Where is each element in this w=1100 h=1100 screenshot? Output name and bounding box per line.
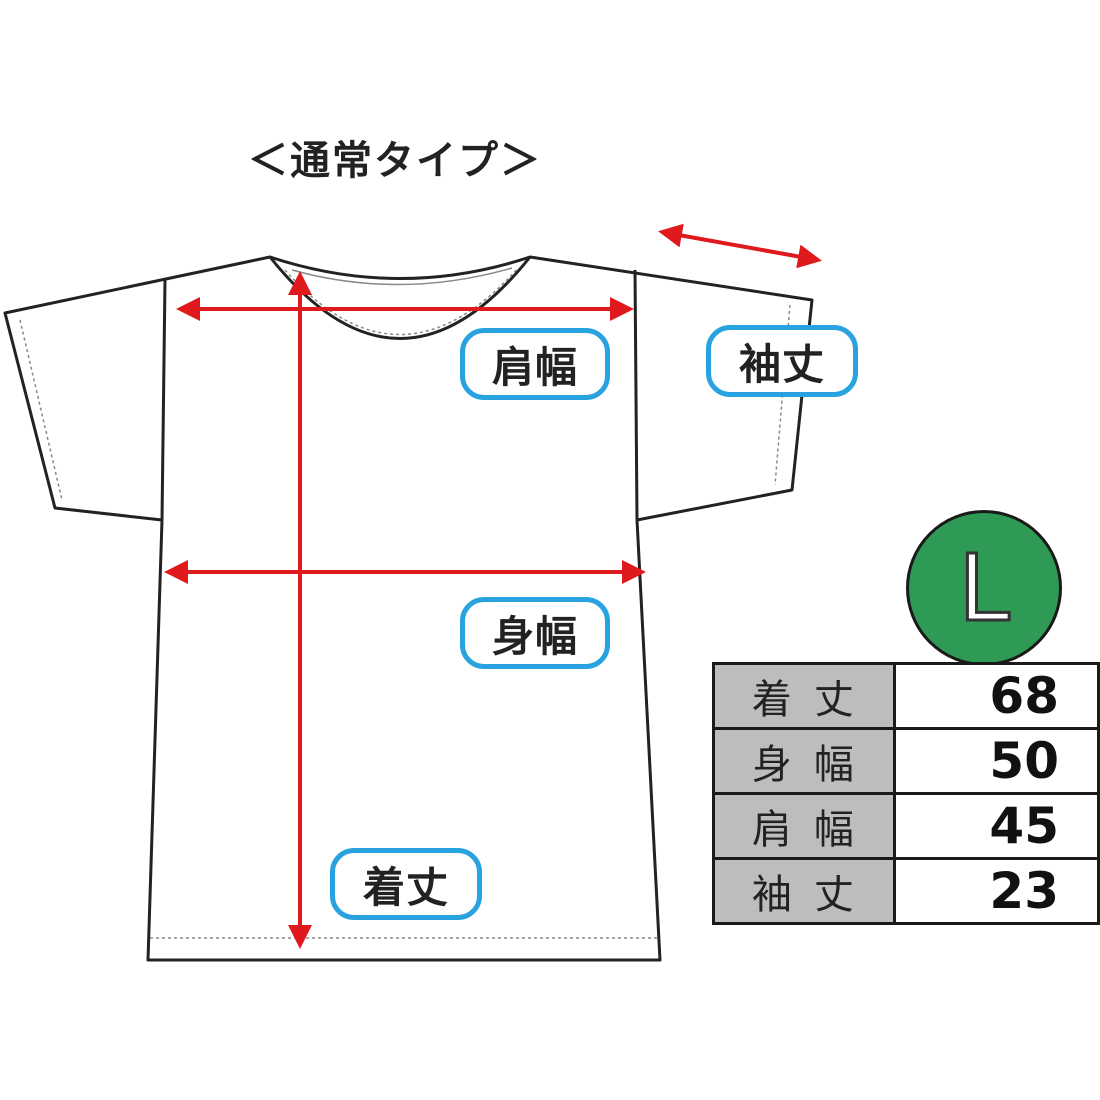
row-value: 50 — [892, 727, 1100, 795]
tshirt-outline — [3, 255, 814, 962]
row-value: 45 — [892, 792, 1100, 860]
size-table: 着丈 68 身幅 50 肩幅 45 袖丈 23 — [712, 662, 1100, 925]
row-label: 袖丈 — [712, 857, 896, 925]
row-label: 肩幅 — [712, 792, 896, 860]
table-row: 肩幅 45 — [712, 792, 1100, 860]
row-value: 23 — [892, 857, 1100, 925]
label-length: 着丈 — [330, 848, 482, 920]
table-row: 身幅 50 — [712, 727, 1100, 795]
label-body-width: 身幅 — [460, 597, 610, 669]
row-label: 身幅 — [712, 727, 896, 795]
sleeve-length-arrow — [658, 223, 822, 269]
table-row: 袖丈 23 — [712, 857, 1100, 925]
diagram-title: ＜通常タイプ＞ — [248, 138, 542, 184]
size-badge: L — [906, 510, 1062, 666]
row-label: 着丈 — [712, 662, 896, 730]
table-row: 着丈 68 — [712, 662, 1100, 730]
label-shoulder-width: 肩幅 — [460, 328, 610, 400]
label-sleeve-length: 袖丈 — [706, 325, 858, 397]
row-value: 68 — [892, 662, 1100, 730]
